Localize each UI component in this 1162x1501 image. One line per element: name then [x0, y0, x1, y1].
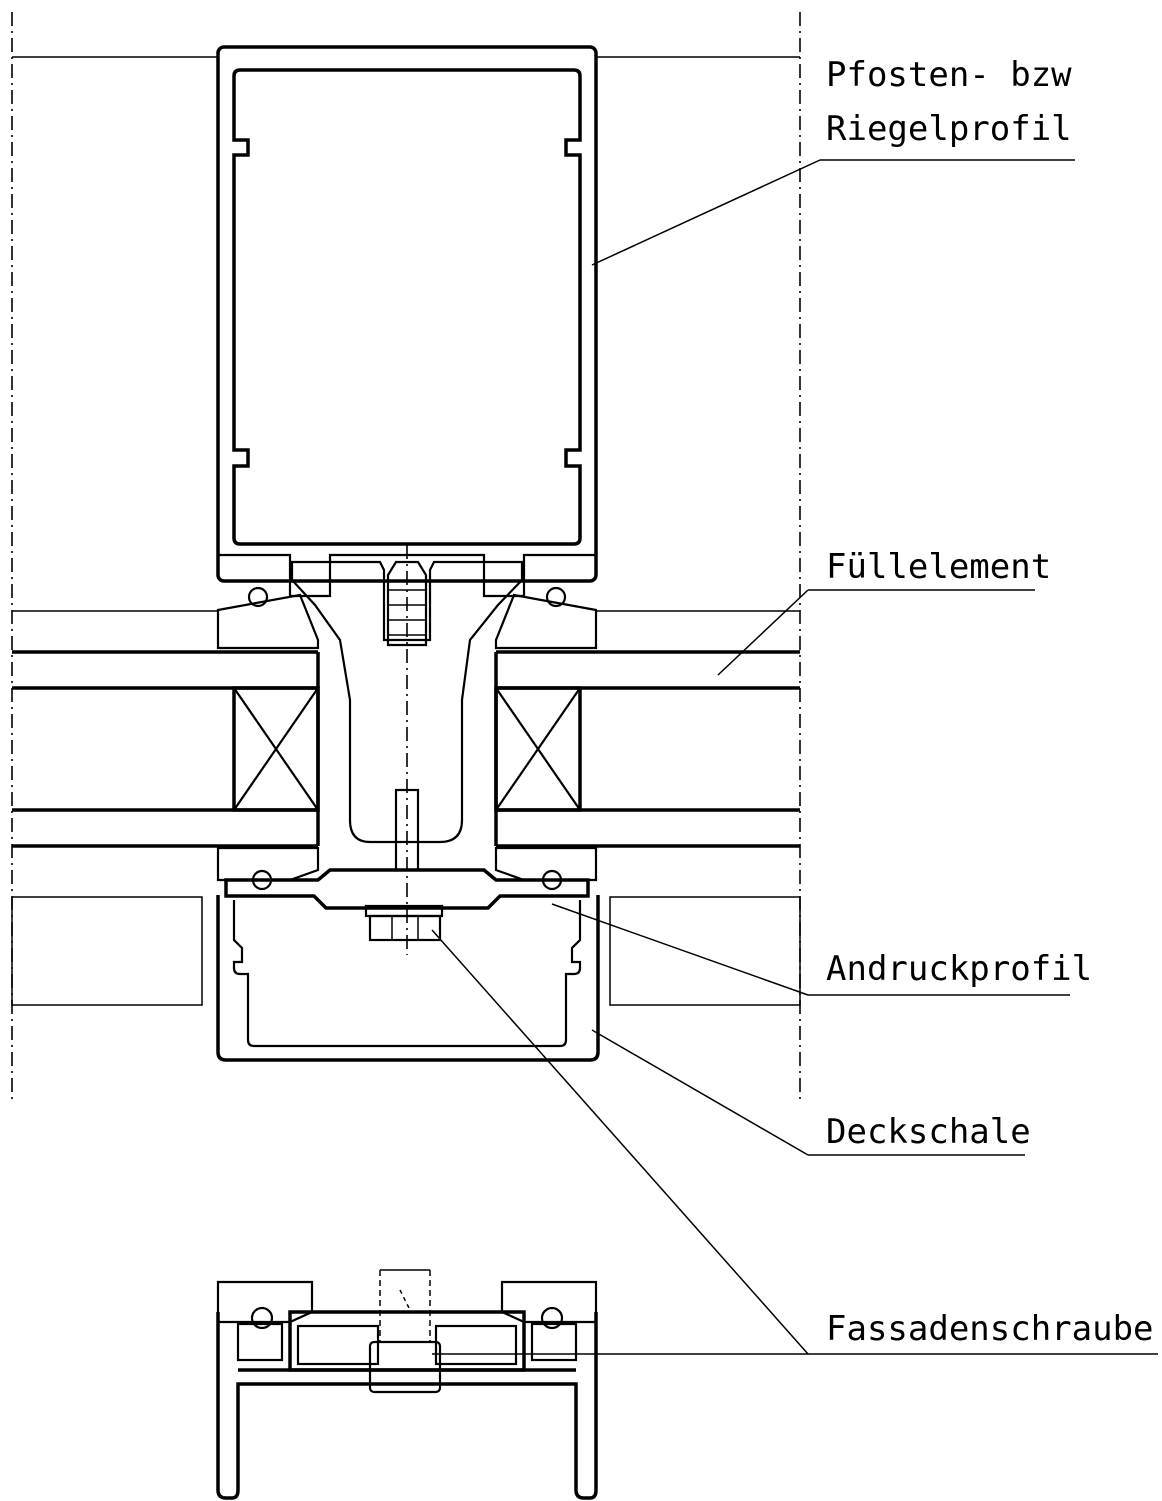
- bottom-detail: [216, 1269, 598, 1500]
- leader-lines: [431, 159, 1158, 1355]
- labels: Pfosten- bzw Riegelprofil Füllelement An…: [826, 55, 1154, 1349]
- side-boxes: [11, 896, 801, 1006]
- label-pressure-profile: Andruckprofil: [826, 949, 1092, 989]
- mullion-profile: [216, 45, 598, 598]
- center-lines: [11, 12, 801, 1100]
- label-facade-screw: Fassadenschraube: [826, 1309, 1154, 1349]
- gaskets: [216, 586, 598, 891]
- label-profile-line2: Riegelprofil: [826, 109, 1072, 149]
- screw-head: [364, 904, 444, 942]
- infill-panels: [12, 650, 800, 848]
- cover-cap: [216, 895, 600, 1062]
- reference-lines: [12, 56, 800, 612]
- label-profile-line1: Pfosten- bzw: [826, 55, 1072, 95]
- label-infill: Füllelement: [826, 547, 1051, 587]
- isolator-core: [290, 560, 524, 844]
- pressure-plate: [224, 868, 590, 910]
- label-cover-cap: Deckschale: [826, 1112, 1031, 1152]
